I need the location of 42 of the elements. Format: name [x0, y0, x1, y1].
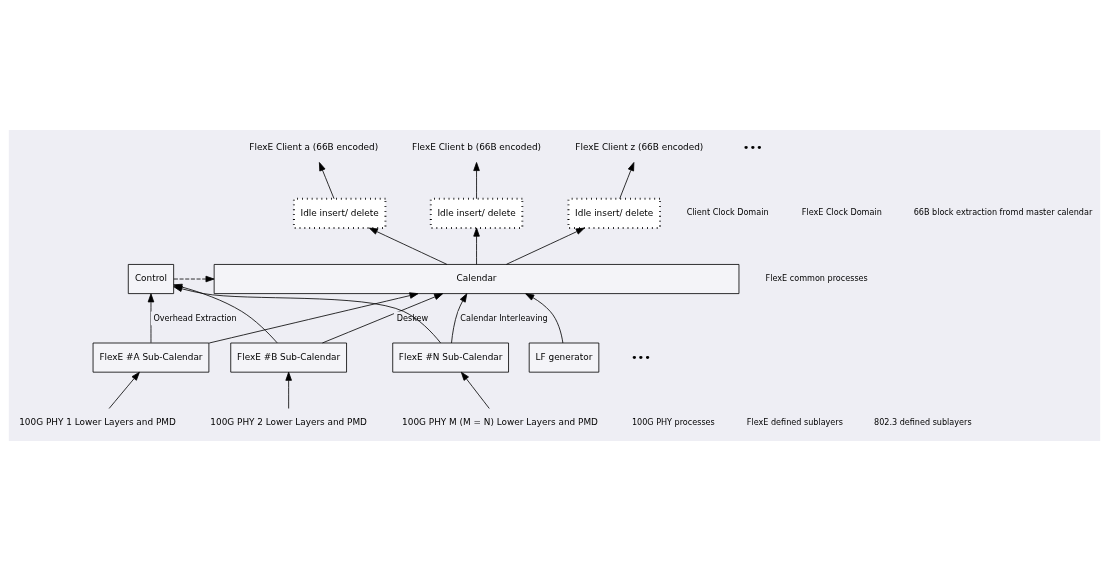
edge-label: Calendar Interleaving: [460, 312, 548, 323]
arrow: [322, 293, 444, 344]
node-text: 100G PHY M (M = N) Lower Layers and PMD: [402, 417, 598, 428]
label: FlexE defined sublayers: [746, 417, 843, 428]
node-box: Calendar: [213, 264, 740, 294]
arrow: [619, 162, 635, 200]
node-box: FlexE #N Sub-Calendar: [392, 342, 509, 373]
label: FlexE common processes: [765, 273, 868, 284]
node-box: Idle insert/ delete: [429, 197, 524, 229]
node-text: 100G PHY 2 Lower Layers and PMD: [210, 417, 367, 428]
edge-label: Deskew: [396, 312, 429, 323]
node-text: FlexE Client z (66B encoded): [575, 142, 704, 153]
arrow: [147, 293, 155, 344]
label: Client Clock Domain: [686, 207, 769, 218]
arrow: [506, 227, 585, 265]
arrow: [460, 371, 490, 409]
label: 100G PHY processes: [631, 417, 715, 428]
label: FlexE Clock Domain: [801, 207, 882, 218]
node-box: Idle insert/ delete: [567, 197, 661, 229]
arrow: [368, 227, 448, 265]
node-box: Idle insert/ delete: [292, 197, 387, 229]
arrow: [473, 227, 480, 265]
node-box: FlexE #B Sub-Calendar: [230, 342, 347, 373]
edge-label: Overhead Extraction: [153, 312, 237, 323]
arrow: [285, 371, 292, 409]
arrow: [108, 371, 140, 409]
label: 66B block extraction fromd master calendar: [913, 207, 1093, 218]
arrow: [208, 292, 419, 344]
label: •••: [630, 349, 651, 364]
label: •••: [742, 139, 763, 154]
node-text: FlexE Client a (66B encoded): [249, 142, 379, 153]
node-box: FlexE #A Sub-Calendar: [92, 342, 210, 373]
arrow: [473, 162, 480, 200]
arrow: [525, 293, 564, 344]
node-box: Control: [127, 264, 175, 294]
arrow: [318, 162, 335, 200]
label: 802.3 defined sublayers: [874, 417, 972, 428]
node-box: LF generator: [528, 342, 600, 373]
node-text: 100G PHY 1 Lower Layers and PMD: [19, 417, 176, 428]
arrow: [173, 275, 215, 283]
node-text: FlexE Client b (66B encoded): [412, 142, 542, 153]
arrow: [451, 293, 468, 344]
